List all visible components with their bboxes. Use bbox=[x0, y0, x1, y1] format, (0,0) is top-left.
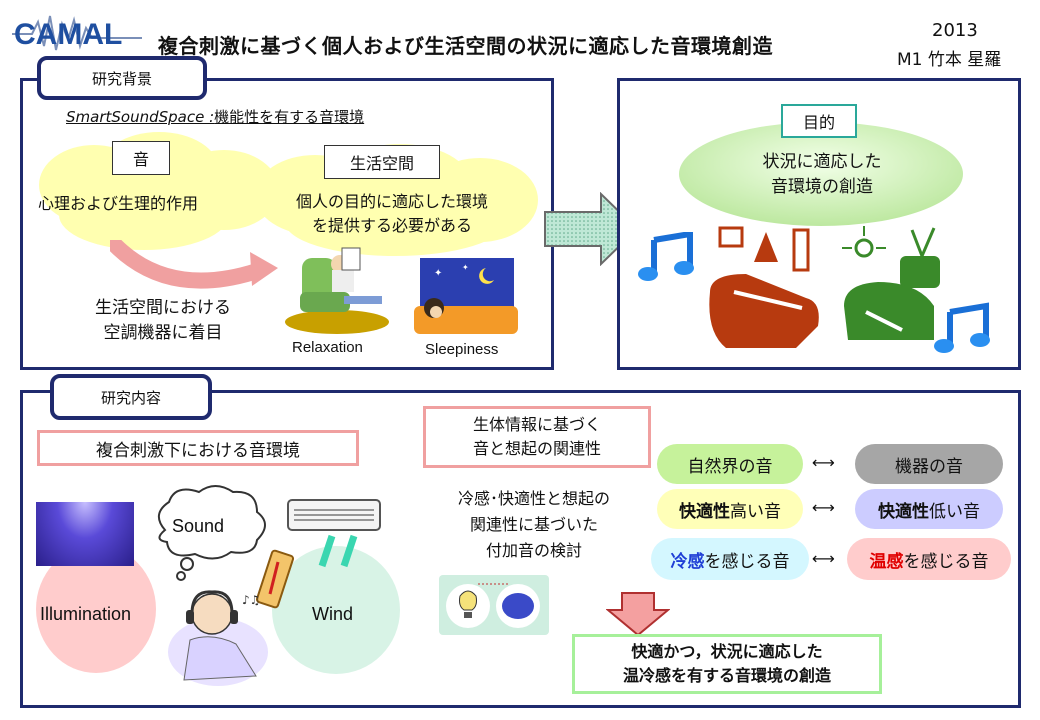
tab-content: 研究内容 bbox=[50, 374, 212, 420]
sound-effect-text: 心理および生理的作用 bbox=[38, 194, 199, 213]
thermometer-icon bbox=[256, 549, 295, 609]
space-text: 個人の目的に適応した環境 を提供する必要がある bbox=[295, 192, 488, 235]
svg-text:♪♫: ♪♫ bbox=[242, 593, 260, 607]
thought-cloud bbox=[158, 485, 266, 581]
wind-circle bbox=[272, 546, 400, 674]
down-arrow-icon bbox=[606, 592, 670, 636]
svg-text:✦: ✦ bbox=[434, 268, 442, 279]
study-text: 冷感･快適性と想起の 関連性に基づいた 付加音の検討 bbox=[457, 489, 610, 560]
logo: CAMAL bbox=[12, 10, 142, 56]
purpose-ellipse bbox=[679, 122, 963, 226]
year: 2013 bbox=[932, 20, 978, 41]
warm-feeling-pill: 温感を感じる音 bbox=[847, 538, 1011, 580]
tab-background: 研究背景 bbox=[37, 56, 207, 100]
cold-feeling-pill: 冷感を感じる音 bbox=[651, 538, 809, 580]
illumination-circle bbox=[36, 545, 156, 673]
living-room-icon bbox=[842, 226, 940, 340]
relaxation-label: Relaxation bbox=[292, 339, 363, 356]
focus-text: 生活空間における 空調機器に着目 bbox=[95, 298, 231, 343]
purpose-text: 状況に適応した 音環境の創造 bbox=[762, 152, 882, 197]
wind-label: Wind bbox=[312, 604, 354, 624]
sound-cloud-label: Sound bbox=[172, 516, 225, 536]
page-title: 複合刺激に基づく個人および生活空間の状況に適応した音環境創造 bbox=[158, 34, 773, 58]
result-box: 快適かつ，状況に適応した 温冷感を有する音環境の創造 bbox=[572, 634, 882, 694]
svg-text:✦: ✦ bbox=[462, 263, 469, 272]
bedroom-icon bbox=[709, 226, 819, 348]
purpose-tag: 目的 bbox=[781, 104, 857, 138]
brain-bulb-icon bbox=[439, 575, 549, 635]
light-room-image bbox=[36, 502, 134, 566]
author: M1 竹本 星羅 bbox=[897, 50, 1002, 70]
natural-sound-pill: 自然界の音 bbox=[657, 444, 803, 484]
music-note-icon bbox=[638, 232, 694, 281]
illumination-label: Illumination bbox=[40, 604, 132, 624]
sleepiness-illustration: ✦✦ bbox=[414, 258, 518, 334]
double-arrow-icon: ⟷ bbox=[812, 498, 835, 517]
smart-sound-subtitle: SmartSoundSpace :機能性を有する音環境 bbox=[66, 108, 365, 126]
relaxation-illustration bbox=[285, 247, 389, 334]
machine-sound-pill: 機器の音 bbox=[855, 444, 1003, 484]
curved-arrow-icon bbox=[110, 240, 278, 289]
high-comfort-pill: 快適性高い音 bbox=[657, 489, 803, 529]
space-label: 生活空間 bbox=[324, 145, 440, 179]
music-note-icon-2 bbox=[934, 302, 990, 353]
sound-label: 音 bbox=[112, 141, 170, 175]
double-arrow-icon: ⟷ bbox=[812, 549, 835, 568]
air-conditioner-icon bbox=[287, 499, 381, 568]
logo-text: CAMAL bbox=[14, 18, 122, 51]
double-arrow-icon: ⟷ bbox=[812, 453, 835, 472]
sleepiness-label: Sleepiness bbox=[425, 341, 499, 358]
low-comfort-pill: 快適性低い音 bbox=[855, 489, 1003, 529]
bio-box: 生体情報に基づく 音と想起の関連性 bbox=[423, 406, 651, 468]
env-box: 複合刺激下における音環境 bbox=[37, 430, 359, 466]
person-with-headphones: ♪♫ bbox=[168, 590, 268, 686]
